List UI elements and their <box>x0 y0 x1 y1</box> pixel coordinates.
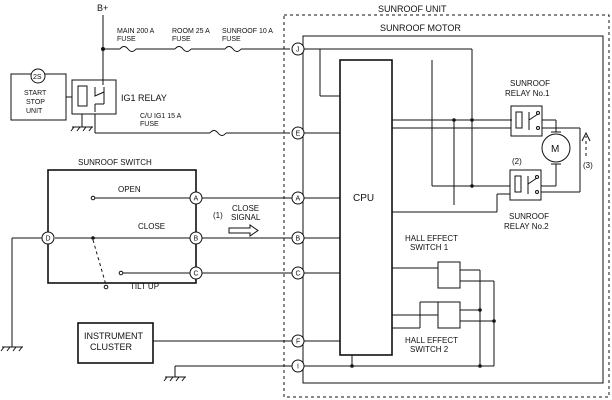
svg-text:E: E <box>296 131 301 138</box>
close-signal-arrow <box>228 224 259 237</box>
hall-switch-1-box <box>437 261 461 289</box>
switch-tilt-up-label: TILT UP <box>130 282 159 291</box>
main-fuse-symbol <box>119 46 137 52</box>
hall-switch-2-box <box>437 301 461 329</box>
relay-no1-contact <box>528 112 539 130</box>
instrument-cluster-box <box>77 322 154 364</box>
cpu-label: CPU <box>353 193 374 204</box>
svg-text:I: I <box>297 364 299 371</box>
switch-common-lever <box>92 239 107 286</box>
motor-rotation-marker: (3) <box>583 161 593 170</box>
svg-text:D: D <box>46 236 51 243</box>
ss-badge-label: 2S <box>33 74 42 81</box>
ig1-relay-contact <box>94 87 105 112</box>
relay-no2-marker: (2) <box>512 157 522 166</box>
motor-symbol <box>541 133 571 163</box>
ground-switch <box>0 346 23 352</box>
sunroof-fuse-symbol <box>224 46 242 52</box>
sunroof-switch-title: SUNROOF SWITCH <box>78 158 152 167</box>
close-signal-marker: (1) <box>213 211 223 220</box>
sunroof-unit-boundary <box>283 14 610 398</box>
b-plus-label: B+ <box>97 3 108 13</box>
svg-text:B: B <box>194 236 199 243</box>
ig1-relay-label: IG1 RELAY <box>121 93 167 103</box>
ss-badge <box>30 68 46 84</box>
svg-text:J: J <box>296 47 300 54</box>
room-fuse-symbol <box>174 46 192 52</box>
cu-ig1-fuse-symbol <box>209 130 227 136</box>
sunroof-motor-label: SUNROOF MOTOR <box>380 23 461 33</box>
relay-no2-contact <box>527 176 538 194</box>
cpu-box <box>339 59 393 356</box>
ig1-relay-box <box>71 79 117 115</box>
ig1-relay-coil <box>77 85 88 107</box>
svg-text:F: F <box>296 339 300 346</box>
sunroof-switch-box <box>47 169 197 284</box>
switch-close-label: CLOSE <box>138 222 165 231</box>
relay-no2-box <box>509 169 542 201</box>
switch-open-label: OPEN <box>118 185 141 194</box>
motor-label: M <box>551 144 559 155</box>
relay-no1-box <box>510 105 543 137</box>
relay-no2-coil <box>514 175 522 193</box>
sunroof-unit-label: SUNROOF UNIT <box>378 4 447 14</box>
svg-text:B: B <box>296 236 301 243</box>
svg-text:A: A <box>194 196 199 203</box>
ground-unit <box>163 376 186 382</box>
relay-no1-coil <box>515 111 523 129</box>
ground-ig1 <box>70 126 93 132</box>
sunroof-motor-boundary <box>302 35 604 384</box>
svg-text:C: C <box>194 271 199 278</box>
svg-text:C: C <box>296 271 301 278</box>
svg-text:A: A <box>296 196 301 203</box>
